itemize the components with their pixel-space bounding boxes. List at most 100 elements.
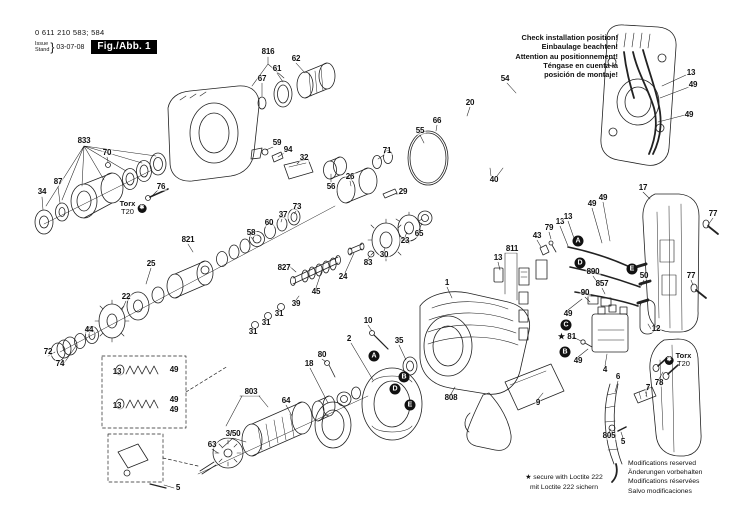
part-label-1: 1 [443,278,451,287]
part-label-64: 64 [280,396,292,405]
part-label-58: 58 [245,228,257,237]
part-label-805: 805 [601,431,617,440]
part-label-13: 13 [111,367,123,376]
stand-label: Stand [35,47,50,53]
star-part-label-81: ★ 81 [557,332,577,341]
part-label-17: 17 [637,183,649,192]
torx-screw-icon: ✱ [137,203,147,213]
part-label-821: 821 [180,235,196,244]
loctite-line-1: ★ secure with Loctite 222 [525,474,603,481]
part-label-34: 34 [36,187,48,196]
part-label-31: 31 [247,327,259,336]
part-label-2: 2 [345,334,353,343]
issue-stand-labels: Issue Stand [35,41,49,54]
part-label-45: 45 [310,287,322,296]
part-label-72: 72 [42,347,54,356]
part-label-18: 18 [303,359,315,368]
part-label-13: 13 [111,401,123,410]
part-label-50: 50 [638,271,650,280]
part-label-31: 31 [273,309,285,318]
brace-glyph: } [50,40,55,54]
part-label-30: 30 [378,250,390,259]
part-label-49: 49 [168,365,180,374]
part-label-49: 49 [562,309,574,318]
part-label-49: 49 [586,199,598,208]
part-label-94: 94 [282,145,294,154]
part-label-26: 26 [344,172,356,181]
part-label-83: 83 [362,258,374,267]
part-label-6: 6 [614,372,622,381]
part-label-25: 25 [145,259,157,268]
part-label-827: 827 [276,263,292,272]
part-label-80: 80 [316,350,328,359]
part-label-67: 67 [256,74,268,83]
part-label-13: 13 [562,212,574,221]
note-line: Modifications reserved [628,460,696,467]
part-label-65: 65 [413,229,425,238]
note-line: Modifications réservées [628,478,700,486]
part-label-811: 811 [504,244,520,253]
part-label-20: 20 [464,98,476,107]
part-label-49: 49 [683,110,695,119]
part-label-60: 60 [263,218,275,227]
ref-marker-C: C [560,319,572,331]
ref-marker-A: A [572,235,584,247]
part-label-23: 23 [399,236,411,245]
part-label-3-50: 3/50 [224,429,242,438]
part-label-7: 7 [644,383,652,392]
part-label-49: 49 [168,405,180,414]
part-label-890: 890 [585,267,601,276]
ref-marker-A: A [368,350,380,362]
part-label-40: 40 [488,175,500,184]
ref-marker-D: D [389,383,401,395]
part-label-49: 49 [687,80,699,89]
part-label-35: 35 [393,336,405,345]
issue-label: Issue [35,40,49,47]
part-label-4: 4 [601,365,609,374]
part-label-31: 31 [260,318,272,327]
star-icon: ★ [525,474,532,481]
part-label-70: 70 [101,148,113,157]
note-line: Änderungen vorbehalten [628,469,703,477]
part-label-13: 13 [685,68,697,77]
part-label-5: 5 [174,483,182,492]
part-label-61: 61 [271,64,283,73]
ref-marker-D: D [574,257,586,269]
loctite-note: ★ secure with Loctite 222 mit Loctite 22… [505,473,623,492]
part-label-49: 49 [597,193,609,202]
torx-screw-icon: ✱ [664,355,674,365]
part-label-13: 13 [492,253,504,262]
loctite-line-2: mit Loctite 222 sichern [529,483,598,491]
torx-size: T20 [677,359,690,368]
part-label-74: 74 [54,359,66,368]
part-label-87: 87 [52,177,64,186]
torx-size: T20 [121,207,134,216]
figure-label: Fig./Abb. 1 [91,40,157,54]
part-label-76: 76 [155,182,167,191]
part-label-43: 43 [531,231,543,240]
part-label-803: 803 [243,387,259,396]
part-label-37: 37 [277,210,289,219]
part-label-44: 44 [83,325,95,334]
part-label-77: 77 [707,209,719,218]
part-label-90: 90 [579,288,591,297]
part-label-857: 857 [594,279,610,288]
part-label-9: 9 [534,398,542,407]
part-label-56: 56 [325,182,337,191]
part-label-10: 10 [362,316,374,325]
part-label-29: 29 [397,187,409,196]
note-line: Attention au positionnement! [515,51,618,61]
ref-marker-E: E [404,399,416,411]
note-line: posición de montaje! [544,70,618,80]
part-label-59: 59 [271,138,283,147]
part-label-22: 22 [120,292,132,301]
part-label-77: 77 [685,271,697,280]
part-number: 0 611 210 583; 584 [35,28,105,37]
issue-date: 03-07-08 [56,43,85,51]
